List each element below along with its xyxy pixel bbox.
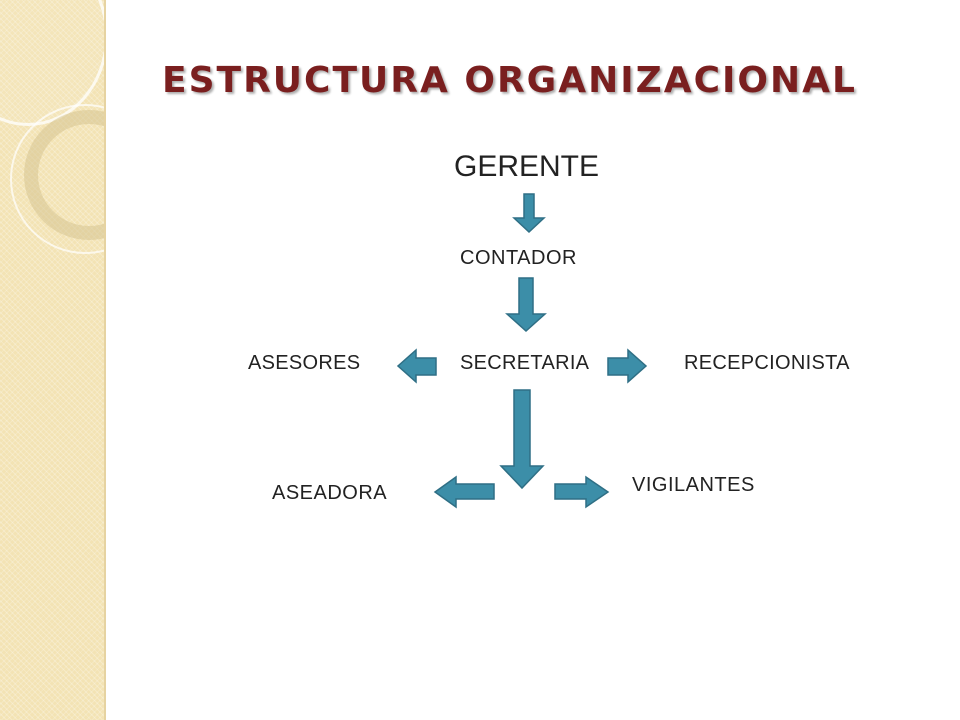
role-aseadora: ASEADORA: [272, 482, 388, 504]
role-contador: CONTADOR: [460, 247, 577, 269]
role-gerente: GERENTE: [454, 150, 600, 183]
arrow-secretaria-to-recepcionista: [607, 348, 648, 384]
role-vigilantes: VIGILANTES: [632, 474, 755, 496]
decorative-ring: [10, 104, 104, 254]
arrow-contador-to-secretaria: [505, 277, 547, 333]
slide-title: ESTRUCTURA ORGANIZACIONAL: [162, 60, 857, 101]
decorative-side-band: [0, 0, 106, 720]
role-recepcionista: RECEPCIONISTA: [684, 352, 850, 374]
arrow-to-aseadora: [433, 475, 495, 509]
arrow-secretaria-down: [499, 389, 545, 490]
arrow-to-vigilantes: [554, 475, 610, 509]
role-secretaria: SECRETARIA: [460, 352, 590, 374]
arrow-gerente-to-contador: [512, 193, 546, 234]
arrow-secretaria-to-asesores: [396, 348, 437, 384]
role-asesores: ASESORES: [248, 352, 361, 374]
